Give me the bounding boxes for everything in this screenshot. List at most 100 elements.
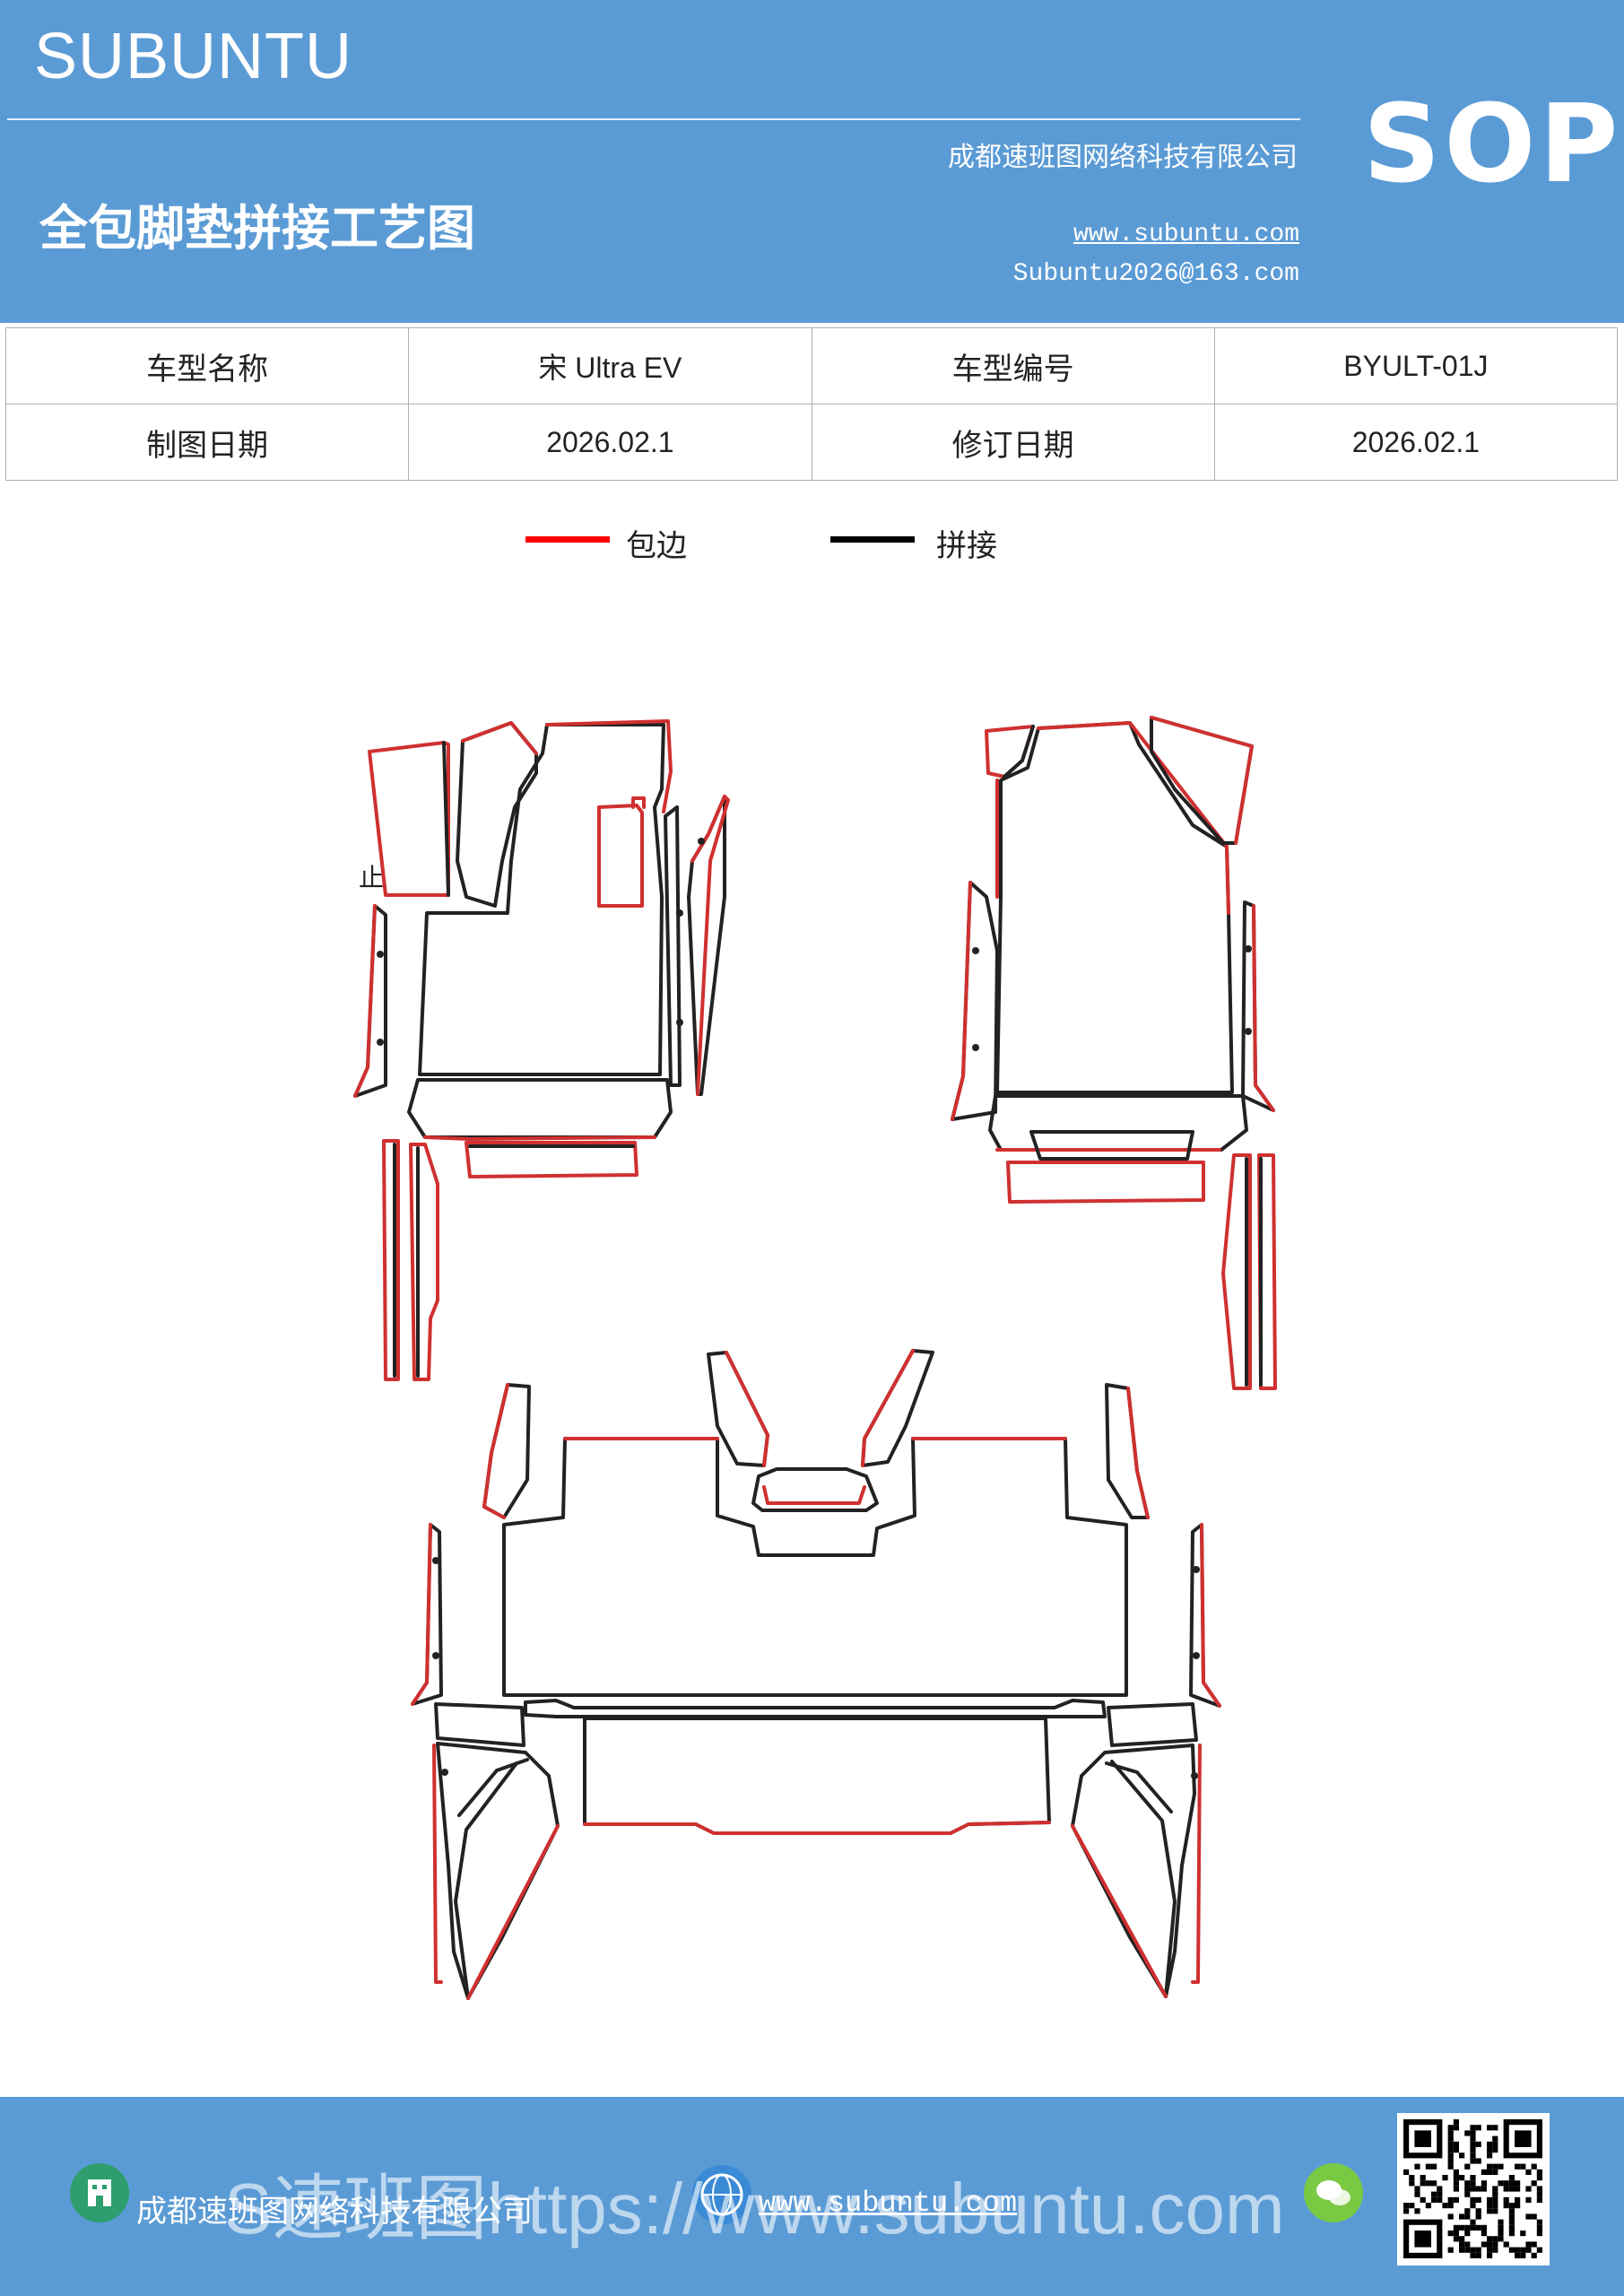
email-address: Subuntu2026@163.com <box>1012 260 1299 288</box>
front-left-lower-strip-2 <box>409 1143 439 1381</box>
floor-mat-diagram: 止 <box>353 716 1277 2000</box>
rear-lower-mat-red <box>583 1821 1051 1835</box>
front-left-inner-strip-2-red <box>690 795 730 1096</box>
rear-right-side-strip <box>1189 1523 1221 1708</box>
snap-dot <box>1193 1652 1200 1659</box>
rear-right-side-strip-red <box>1200 1523 1221 1708</box>
snap-dot <box>377 951 384 958</box>
snap-dot <box>972 1044 979 1051</box>
website-link[interactable]: www.subuntu.com <box>1073 221 1299 248</box>
snap-dot <box>1191 1772 1198 1779</box>
front-right-angled-panel <box>1150 716 1254 845</box>
footer-website-link[interactable]: www.subuntu.com <box>759 2187 1018 2220</box>
rear-right-front-piece-red <box>1126 1387 1150 1519</box>
rear-left-side-strip-red <box>411 1523 432 1706</box>
front-left-heel-band <box>407 1078 673 1139</box>
globe-icon <box>692 2165 751 2224</box>
front-right-corner-tab-seam <box>1003 725 1035 778</box>
front-left-dead-pedal-tab <box>631 796 646 809</box>
front-left-dead-pedal <box>597 804 644 908</box>
snap-dot <box>1193 1566 1200 1573</box>
front-right-mat-group <box>951 716 1277 1390</box>
info-table-cell: 车型编号 <box>811 327 1215 404</box>
rear-heel-band <box>524 1699 1107 1718</box>
front-right-main-mat-red <box>995 721 1230 915</box>
snap-dot <box>432 1652 439 1659</box>
front-left-mat-group: 止 <box>353 719 730 1381</box>
qr-code <box>1397 2113 1550 2266</box>
front-left-curve-panel-red <box>461 721 538 755</box>
front-left-inner-strip-1 <box>664 805 682 1087</box>
info-table-cell: 制图日期 <box>4 404 410 481</box>
info-table-cell: 2026.02.1 <box>1213 404 1619 481</box>
front-left-main-mat <box>418 723 665 1076</box>
front-right-heel-pad <box>1006 1161 1205 1204</box>
rear-mat-group <box>411 1349 1221 2000</box>
front-left-main-mat-red <box>545 719 673 813</box>
footer-company: 成都速班图网络科技有限公司 <box>136 2194 533 2230</box>
sop-badge: SOP <box>1363 83 1622 207</box>
info-table-cell: 2026.02.1 <box>408 404 812 481</box>
snap-dot <box>676 1019 683 1026</box>
company-name: 成都速班图网络科技有限公司 <box>948 142 1298 173</box>
front-left-side-panel-seam <box>442 741 450 897</box>
snap-dot <box>432 1557 439 1564</box>
snap-dot <box>698 838 705 845</box>
rear-left-arch-inner <box>454 1758 529 2000</box>
front-right-right-strip <box>1241 900 1275 1112</box>
front-right-lower-strip-1 <box>1221 1153 1252 1390</box>
rear-lower-mat <box>583 1717 1051 1835</box>
legend-seam-label: 拼接 <box>936 528 997 564</box>
footer-watermark: S速班图https://www.subuntu.com <box>224 2169 1285 2248</box>
stub-mark: 止 <box>359 863 384 892</box>
rear-tunnel-cover-red <box>762 1485 866 1505</box>
front-right-heel-pad-seam <box>1029 1130 1194 1161</box>
rear-right-arch-inner <box>1105 1760 1177 1998</box>
legend-seam-swatch <box>830 536 915 543</box>
front-right-left-strip-red <box>951 881 972 1121</box>
info-table-cell: 车型名称 <box>4 327 410 404</box>
rear-tunnel-cover <box>751 1467 879 1512</box>
front-left-outer-strip-red <box>353 904 377 1098</box>
snap-dot <box>972 947 979 954</box>
front-left-heel-pad <box>465 1141 638 1178</box>
header-banner: SUBUNTU 全包脚垫拼接工艺图 成都速班图网络科技有限公司 www.subu… <box>0 0 1624 323</box>
front-left-side-panel-red <box>368 741 450 897</box>
wechat-icon <box>1304 2163 1363 2222</box>
front-left-curve-panel <box>456 721 538 908</box>
page-title: 全包脚垫拼接工艺图 <box>39 200 475 257</box>
rear-left-arch-red <box>432 1744 560 2000</box>
legend: 包边 拼接 <box>0 525 1624 578</box>
front-right-left-strip <box>951 881 999 1121</box>
brand-name: SUBUNTU <box>34 21 353 92</box>
rear-right-arch <box>1071 1744 1196 1998</box>
front-left-heel-band-red <box>423 1135 656 1141</box>
rear-left-corner-block <box>434 1702 525 1747</box>
legend-edge-swatch <box>525 536 610 543</box>
snap-dot <box>676 909 683 917</box>
rear-tunnel-right-flap-red <box>861 1349 915 1467</box>
rear-left-front-piece-red <box>482 1383 509 1519</box>
rear-left-arch <box>436 1742 560 2000</box>
rear-right-corner-block <box>1107 1702 1198 1747</box>
rear-right-arch-red <box>1071 1744 1202 1998</box>
info-table-cell: 修订日期 <box>811 404 1215 481</box>
rear-main-mat <box>502 1437 1128 1697</box>
snap-dot <box>1245 1028 1252 1035</box>
snap-dot <box>1245 945 1252 952</box>
info-table-cell: BYULT-01J <box>1213 327 1619 404</box>
building-icon <box>70 2163 129 2222</box>
front-left-lower-strip-1 <box>382 1139 400 1381</box>
front-right-angled-panel-red <box>1150 716 1254 845</box>
info-table-cell: 宋 Ultra EV <box>408 327 812 404</box>
header-divider <box>7 118 1300 120</box>
footer-banner: 成都速班图网络科技有限公司 www.subuntu.com S速班图https:… <box>0 2097 1624 2296</box>
snap-dot <box>441 1769 448 1776</box>
front-right-heel-band <box>988 1094 1248 1152</box>
rear-tunnel-left-flap-red <box>725 1351 769 1467</box>
front-right-main-mat <box>995 721 1234 1094</box>
front-right-right-strip-red <box>1252 904 1275 1112</box>
